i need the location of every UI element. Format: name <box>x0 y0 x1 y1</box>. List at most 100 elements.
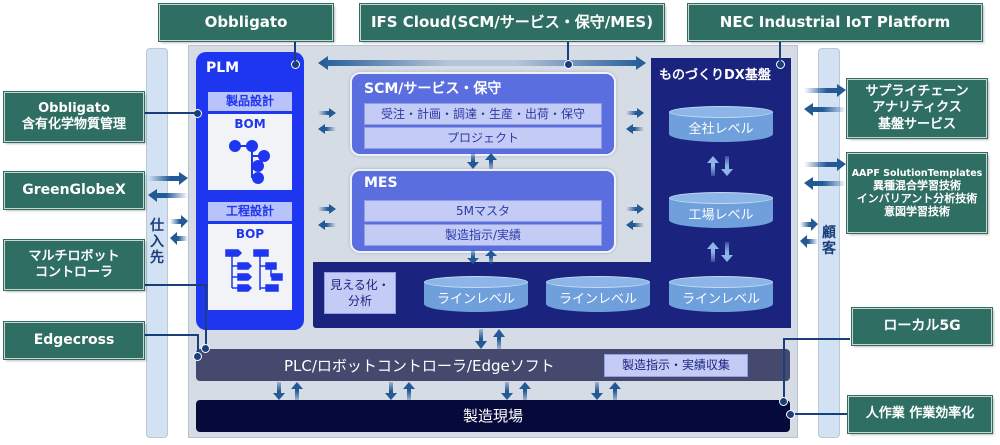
label-obbligato-chem: Obbligato 含有化学物質管理 <box>3 91 145 143</box>
line-level-db-1: ラインレベル <box>424 276 528 312</box>
bom-label: BOM <box>234 117 266 131</box>
mes-line-arrows <box>467 250 497 264</box>
label-ifs-cloud: IFS Cloud(SCM/サービス・保守/MES) <box>359 3 665 42</box>
nec-connector-line <box>779 40 781 61</box>
company-level-db: 全社レベル <box>669 106 773 142</box>
label-edgecross: Edgecross <box>3 321 145 360</box>
plm-mes-arrows <box>318 204 336 230</box>
label-obbligato-chem-line2: 含有化学物質管理 <box>21 117 126 132</box>
label-human-work: 人作業 作業効率化 <box>847 395 993 434</box>
plc-edge-bar: PLC/ロボットコントローラ/Edgeソフト 製造指示・実績収集 <box>196 349 790 381</box>
scm-row-operations: 受注・計画・調達・生産・出荷・保守 <box>364 103 602 125</box>
customer-label-text: 顧客 <box>822 225 836 257</box>
human-work-connector-dot <box>786 410 795 419</box>
label-aapf-line3: インバリアント分析技術 <box>856 192 978 206</box>
mes-dx-arrows <box>626 204 644 230</box>
factory-level-db: 工場レベル <box>669 192 773 228</box>
plm-connector-dot <box>291 60 300 69</box>
plc-title: PLC/ロボットコントローラ/Edgeソフト <box>284 357 555 375</box>
local5g-connector-dot <box>779 397 788 406</box>
robot-connector-dot <box>201 344 210 353</box>
bop-flow-icon <box>225 249 283 292</box>
customer-rail-label: 顧客 <box>821 225 837 257</box>
line-level-db-2: ラインレベル <box>546 276 650 312</box>
plc-site-arrows-2 <box>385 382 415 400</box>
scm-title: SCM/サービス・保守 <box>364 81 502 97</box>
company-factory-arrows <box>707 156 733 176</box>
label-greenglobex: GreenGlobeX <box>3 171 145 210</box>
factory-level-label: 工場レベル <box>688 208 754 223</box>
line-level-db-3: ラインレベル <box>669 276 773 312</box>
label-local5g-text: ローカル5G <box>883 317 961 334</box>
label-aapf: AAPF SolutionTemplates 異種混合学習技術 インバリアント分… <box>846 152 988 234</box>
top-bidirectional-arrow <box>318 56 646 70</box>
edgecross-connector-dot <box>193 352 202 361</box>
line-level-label-2: ラインレベル <box>558 292 637 307</box>
label-obbligato-text: Obbligato <box>204 13 288 32</box>
label-supply-chain-line2: アナリティクス <box>872 100 962 116</box>
supplier-plm-arrows <box>170 215 188 245</box>
customer-rail <box>818 48 840 438</box>
label-supply-chain: サプライチェーン アナリティクス 基盤サービス <box>846 78 988 139</box>
label-nec-iiot: NEC Industrial IoT Platform <box>687 3 983 42</box>
line-level-label-1: ラインレベル <box>436 292 515 307</box>
mes-row-5m-master: 5Mマスタ <box>364 200 602 222</box>
label-multi-robot-line1: マルチロボット <box>28 248 120 264</box>
chem-connector-line <box>143 112 195 114</box>
line-level-label-3: ラインレベル <box>681 292 760 307</box>
edgecross-connector-v <box>197 334 199 354</box>
plc-site-arrows-4 <box>591 382 621 400</box>
label-supply-chain-line3: 基盤サービス <box>877 116 956 132</box>
label-aapf-line4: 意図学習技術 <box>884 205 950 219</box>
plc-site-arrows-1 <box>273 382 303 400</box>
dx-connector-dot <box>776 60 785 69</box>
scm-mes-arrows <box>467 153 497 169</box>
dx-customer-arrows <box>800 218 818 248</box>
bop-label: BOP <box>235 227 265 241</box>
supplier-label-text: 仕入先 <box>150 218 164 266</box>
factory-line-arrows <box>707 242 733 262</box>
bom-box: BOM <box>208 114 292 190</box>
supplier-rail <box>146 48 168 438</box>
plc-site-arrows-3 <box>501 382 531 400</box>
bom-tree-icon <box>229 140 270 184</box>
robot-connector-h <box>143 284 206 286</box>
edgecross-connector-h <box>143 334 198 336</box>
label-obbligato: Obbligato <box>158 3 334 42</box>
site-title: 製造現場 <box>462 407 523 425</box>
visualize-line1: 見える化・ <box>330 278 390 292</box>
scm-block: SCM/サービス・保守 受注・計画・調達・生産・出荷・保守 プロジェクト <box>350 72 616 156</box>
label-greenglobex-text: GreenGlobeX <box>22 181 126 198</box>
supply-chain-arrows <box>804 84 846 116</box>
plc-collection-tag: 製造指示・実績収集 <box>604 354 748 377</box>
mes-title: MES <box>364 175 398 191</box>
visualize-analysis-box: 見える化・ 分析 <box>324 272 396 314</box>
local5g-connector-h <box>783 338 850 340</box>
supplier-rail-label: 仕入先 <box>149 218 165 266</box>
label-local5g: ローカル5G <box>851 307 993 346</box>
label-multi-robot-line2: コントローラ <box>34 265 113 280</box>
ifs-connector-line <box>567 40 569 63</box>
scm-dx-arrows <box>626 108 644 134</box>
mes-block: MES 5Mマスタ 製造指示/実績 <box>350 169 616 253</box>
mes-row-manufacturing-instructions: 製造指示/実績 <box>364 224 602 246</box>
label-obbligato-chem-line1: Obbligato <box>38 100 110 116</box>
dx-title: ものづくりDX基盤 <box>659 68 771 83</box>
scm-row-project: プロジェクト <box>364 127 602 149</box>
aapf-arrows <box>804 158 846 190</box>
process-design-label: 工程設計 <box>208 202 292 221</box>
label-supply-chain-line1: サプライチェーン <box>865 84 969 100</box>
visualize-line2: 分析 <box>347 294 372 308</box>
manufacturing-site-bar: 製造現場 <box>196 400 790 432</box>
bop-box: BOP <box>208 224 292 310</box>
greenglobex-arrows <box>148 172 188 202</box>
label-edgecross-text: Edgecross <box>33 331 115 348</box>
company-level-label: 全社レベル <box>688 122 754 137</box>
dx-plc-arrows <box>475 329 505 349</box>
label-multi-robot: マルチロボット コントローラ <box>3 239 145 291</box>
local5g-connector-v <box>783 338 785 400</box>
label-nec-iiot-text: NEC Industrial IoT Platform <box>719 13 951 32</box>
plm-scm-arrows <box>318 108 336 134</box>
label-human-work-text: 人作業 作業効率化 <box>865 406 975 422</box>
label-aapf-line2: 異種混合学習技術 <box>873 178 961 192</box>
